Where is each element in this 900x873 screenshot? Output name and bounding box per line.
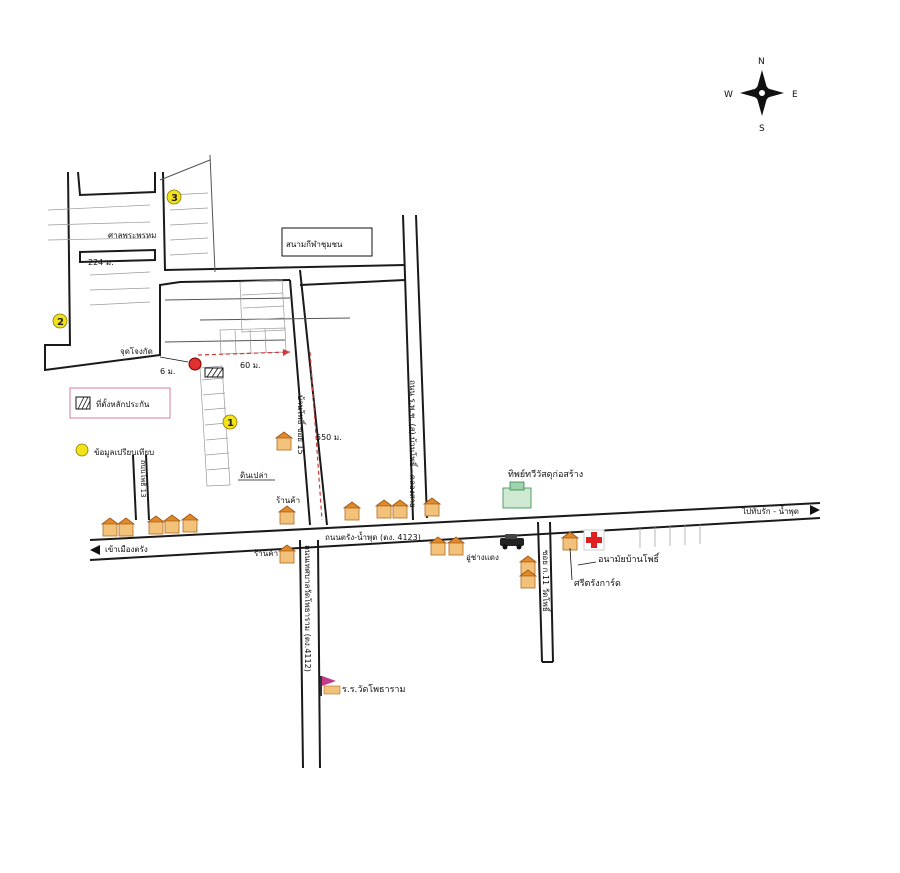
start-point-label: จุดโจงกัด: [120, 346, 153, 356]
shop2-label: ร้านค้า: [254, 549, 278, 558]
legend: ที่ตั้งหลักประกัน ข้อมูลเปรียบเทียบ: [69, 387, 171, 458]
left-soi-road: [132, 454, 150, 521]
to-town-label: เข้าเมืองตรัง: [105, 545, 148, 554]
marker-1: 1: [222, 414, 238, 430]
temple-hall-label: ศาลพระพรหม: [108, 231, 156, 240]
school-flag-icon: [320, 676, 341, 696]
east-soi-road: [537, 521, 554, 663]
gas-label: ศรีตรังการ์ด: [574, 577, 621, 589]
red-cross-icon: [583, 529, 605, 551]
soi-15-label: บ้านโพธิ์ ซอย 15: [296, 395, 307, 455]
stadium-label: สนามกีฬาชุมชน: [286, 240, 343, 249]
marker-3: 3: [166, 189, 182, 205]
east-soi-label: ซอย ก.11 วัดโพธิ์: [541, 550, 552, 613]
marker-2-label: 2: [57, 317, 64, 328]
distance-6: 6 ม.: [160, 367, 175, 376]
distance-line-550: [309, 351, 323, 521]
distance-line-60: [197, 351, 291, 356]
compass-south: S: [759, 124, 765, 134]
marker-1-label: 1: [227, 418, 234, 429]
shop1-label: ร้านค้า: [276, 496, 300, 505]
start-point-dot: [188, 357, 202, 371]
distance-550: 550 ม.: [316, 433, 342, 442]
legend-site-label: ที่ตั้งหลักประกัน: [96, 398, 150, 409]
marker-2: 2: [52, 313, 68, 329]
soi-15-road: [289, 269, 328, 526]
collateral-site: [204, 367, 224, 378]
distance-60: 60 ม.: [240, 361, 261, 370]
parcel-grid: [47, 192, 287, 487]
car-shop-label: อู่ช่างแดง: [466, 553, 499, 563]
distance-224: 224 ม.: [88, 258, 114, 267]
start-point-pointer: [159, 356, 189, 363]
compass-north: N: [758, 57, 765, 67]
right-soi-label: ถนน ร.พ.ช. (ส) บ้านโพธิ์ - คลองสาย: [408, 380, 419, 508]
car-icon: [500, 534, 524, 550]
legend-info-icon: [75, 443, 89, 457]
compass-east: E: [792, 90, 798, 100]
houses-row-mid: [274, 431, 580, 589]
upper-roads: [44, 154, 406, 372]
to-east-label: ไปทับรัก - น้ำพุด: [741, 505, 799, 516]
compass-west: W: [724, 90, 733, 100]
left-soi-label: ถนนโพธิ์ 13: [139, 460, 149, 498]
marker-3-label: 3: [171, 193, 178, 204]
hardware-store-icon: [502, 481, 532, 509]
hardware-store-label: ทิพย์ทวีวัสดุก่อสร้าง: [508, 468, 583, 480]
compass-rose: N S E W: [724, 57, 798, 134]
houses-row-left: [100, 513, 200, 537]
south-soi-road: [299, 539, 321, 769]
stadium-box: [281, 227, 373, 257]
empty-land-label: ดินเปล่า: [240, 471, 268, 480]
south-soi-label: ถนนเทศบาลวัดโพธาราม (ตง.4112): [303, 545, 313, 672]
right-hatching: [639, 524, 701, 548]
main-road-label: ถนนตรัง-น้ำพุด (ตง. 4123): [325, 531, 421, 542]
clinic-label: อนามัยบ้านโพธิ์: [598, 552, 661, 565]
legend-info-label: ข้อมูลเปรียบเทียบ: [94, 448, 154, 458]
school-label: ร.ร.วัดโพธาราม: [342, 684, 405, 695]
